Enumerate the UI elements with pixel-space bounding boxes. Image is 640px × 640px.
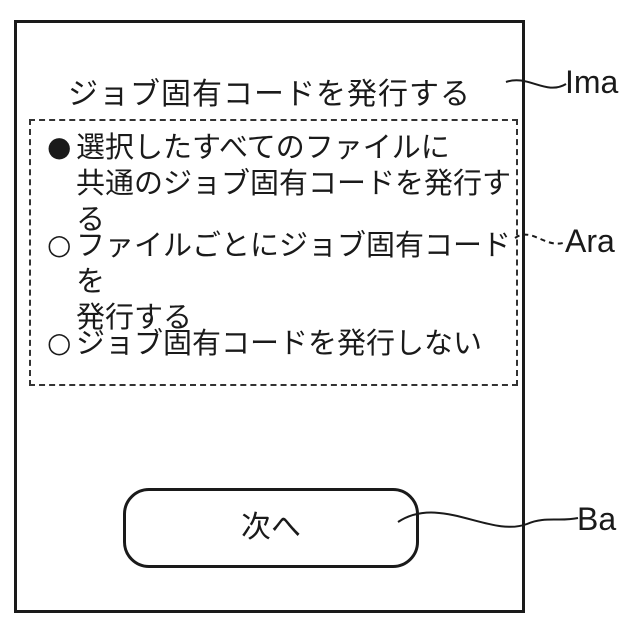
reference-label-ima: Ima xyxy=(565,64,618,100)
screen-title: ジョブ固有コードを発行する xyxy=(17,77,522,113)
option-per-file-code[interactable]: ○ ファイルごとにジョブ固有コードを 発行する xyxy=(47,227,517,335)
options-area: ● 選択したすべてのファイルに 共通のジョブ固有コードを発行する ○ ファイルご… xyxy=(29,119,518,386)
radio-unselected-icon[interactable]: ○ xyxy=(47,329,71,357)
radio-selected-icon[interactable]: ● xyxy=(47,133,71,161)
radio-unselected-icon[interactable]: ○ xyxy=(47,231,71,259)
option-label: ジョブ固有コードを発行しない xyxy=(47,325,517,361)
reference-label-ara: Ara xyxy=(565,223,615,259)
option-common-code[interactable]: ● 選択したすべてのファイルに 共通のジョブ固有コードを発行する xyxy=(47,129,517,237)
screen-frame: ジョブ固有コードを発行する ● 選択したすべてのファイルに 共通のジョブ固有コー… xyxy=(14,20,525,613)
next-button[interactable]: 次へ xyxy=(123,488,419,568)
reference-label-ba: Ba xyxy=(577,501,616,537)
option-label: 選択したすべてのファイルに 共通のジョブ固有コードを発行する xyxy=(47,129,517,237)
option-no-code[interactable]: ○ ジョブ固有コードを発行しない xyxy=(47,325,517,361)
option-label: ファイルごとにジョブ固有コードを 発行する xyxy=(47,227,517,335)
